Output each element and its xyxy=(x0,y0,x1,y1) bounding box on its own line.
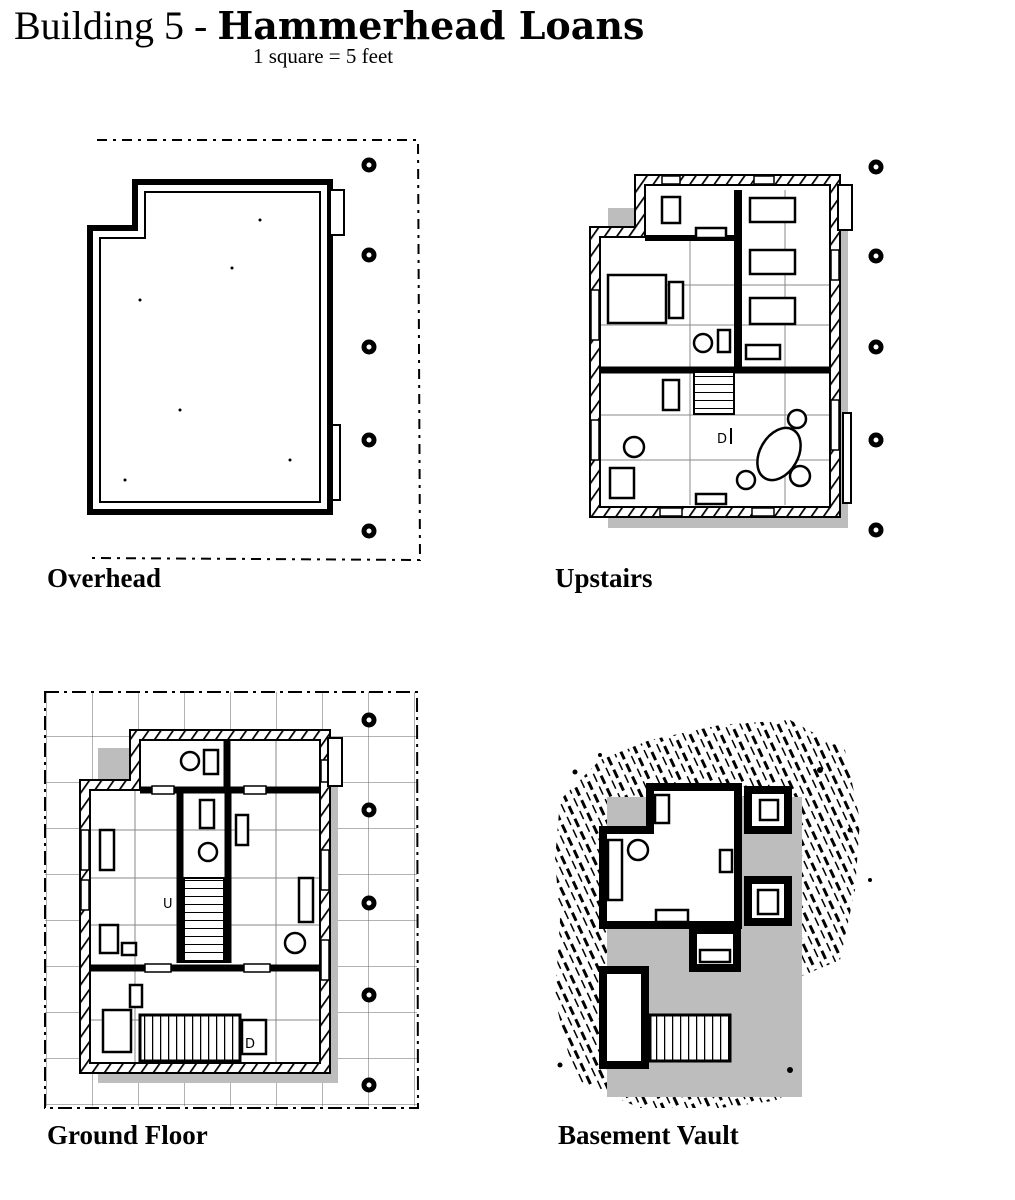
basement-vault-map xyxy=(555,720,872,1108)
table xyxy=(756,426,802,482)
label-upstairs: Upstairs xyxy=(555,563,653,593)
ground-stairs-down xyxy=(138,1013,242,1063)
upstairs-down-marker: D xyxy=(717,432,727,447)
overhead-map xyxy=(87,139,422,562)
page-title: Building 5 - Hammerhead Loans xyxy=(14,4,644,48)
ground-down-marker: D xyxy=(245,1037,255,1052)
label-basement-vault: Basement Vault xyxy=(558,1120,739,1150)
ground-floor-map: U D xyxy=(44,691,420,1109)
upstairs-posts xyxy=(868,159,884,538)
basement-stairs xyxy=(648,1013,732,1063)
ground-stairs-up xyxy=(183,877,225,963)
title-prefix: Building 5 - xyxy=(14,3,218,48)
basement-main-room xyxy=(599,783,742,929)
label-ground-floor: Ground Floor xyxy=(47,1120,208,1150)
ground-up-marker: U xyxy=(163,897,173,912)
overhead-posts xyxy=(361,157,377,539)
scale-note: 1 square = 5 feet xyxy=(253,44,394,68)
ground-posts xyxy=(361,712,377,1093)
upstairs-map: D xyxy=(589,159,884,538)
label-overhead: Overhead xyxy=(47,563,161,593)
title-building-name: Hammerhead Loans xyxy=(217,3,645,48)
overhead-roof-outline xyxy=(87,179,333,515)
upstairs-stairs xyxy=(693,371,735,415)
bed xyxy=(606,273,668,325)
